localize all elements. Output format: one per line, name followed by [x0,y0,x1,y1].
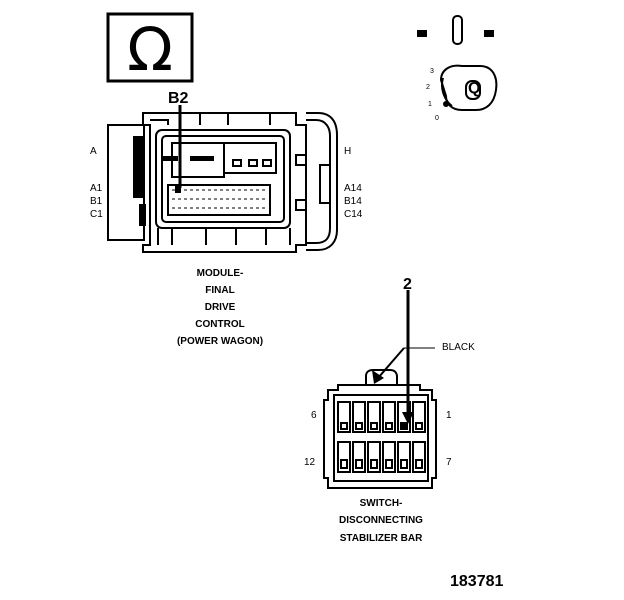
switch-top-housing-6 [337,401,351,433]
switch-bottom-housing-7 [412,441,426,473]
module-caption-line-1: MODULE- [196,268,244,279]
module-label-a14: A14 [344,183,362,194]
switch-bottom-housing-10 [367,441,381,473]
module-caption-line-3: DRIVE [204,302,236,313]
module-caption-line-5: (POWER WAGON) [176,336,264,347]
key-position-2: 2 [426,76,430,94]
module-label-b14: B14 [344,196,362,207]
key-slot [465,80,481,100]
key-position-3-text: 3 [430,68,434,75]
key-letter: Q [468,80,481,97]
module-inner-frame [161,135,285,223]
switch-lock [365,369,398,385]
switch-bottom-pin-8 [400,459,408,469]
key-position-2-text: 2 [426,84,430,91]
switch-wire-color-label: BLACK [442,342,475,353]
module-pin-b2 [175,186,181,193]
module-label-a1: A1 [90,183,103,194]
module-left-bar [133,136,143,198]
module-right-clip [306,112,338,251]
module-label-c1: C1 [90,209,103,220]
module-connector [107,112,338,253]
figure-number: 183781 [450,573,504,590]
key-body [441,77,453,107]
module-upper-housing-right [223,142,277,174]
ignition-key-symbol [417,15,498,111]
key-position-0-text: 0 [435,115,439,122]
module-left-latch [107,124,145,241]
key-indicator-center [452,15,463,45]
module-bottom-ribs [157,228,291,245]
switch-pin-label-6: 6 [311,410,317,421]
module-right-tab-upper [295,154,307,166]
switch-bottom-pin-11 [355,459,363,469]
switch-caption-line-1: SWITCH- [359,498,403,509]
key-position-dot [443,101,449,107]
module-left-slot [139,204,146,226]
key-position-1: 1 [428,93,432,111]
module-upper-pin-3 [262,159,272,167]
module-upper-pin-1 [232,159,242,167]
module-caption-line-2: FINAL [205,285,235,296]
switch-connector [323,369,437,489]
switch-top-pin-4 [370,422,378,430]
black-leader-diag [377,347,405,379]
module-pin-field [167,184,271,216]
key-indicator-left [417,30,427,37]
switch-pin-label-7: 7 [446,457,452,468]
switch-top-pin-2 [400,422,408,430]
switch-bottom-housing-11 [352,441,366,473]
switch-top-pin-3 [385,422,393,430]
module-top-notch-a [150,119,169,125]
ohm-icon: Ω [127,15,173,85]
switch-pin-label-1: 1 [446,410,452,421]
module-upper-pin-2 [248,159,258,167]
switch-caption-line-3: STABILIZER BAR [339,533,423,544]
switch-pin-label-12: 12 [304,457,316,468]
key-position-0: 0 [435,107,439,125]
switch-top-pin-1 [415,422,423,430]
switch-bottom-pin-7 [415,459,423,469]
switch-top-housing-1 [412,401,426,433]
black-leader-arrowhead [372,370,384,384]
key-indicator-right [484,30,494,37]
switch-bottom-housing-12 [337,441,351,473]
switch-bottom-pin-10 [370,459,378,469]
switch-top-housing-4 [367,401,381,433]
switch-bottom-row [337,441,426,473]
switch-top-pin-5 [355,422,363,430]
switch-top-housing-5 [352,401,366,433]
module-key-bar-left [162,156,178,161]
switch-top-housing-3 [382,401,396,433]
module-key-bar-right [190,156,214,161]
switch-top-row [337,401,426,433]
module-inner-cavity [155,129,291,229]
module-label-c14: C14 [344,209,363,220]
module-callout-b2: B2 [168,90,189,107]
module-caption-line-4: CONTROL [195,319,245,330]
key-position-3: 3 [430,60,434,78]
module-label-h: H [344,146,352,157]
module-label-b1: B1 [90,196,103,207]
switch-inner-frame [333,394,429,482]
key-position-1-text: 1 [428,101,432,108]
ohm-frame [106,12,194,83]
module-right-tab-lower [295,199,307,211]
switch-top-pin-6 [340,422,348,430]
switch-bottom-housing-8 [397,441,411,473]
switch-bottom-pin-9 [385,459,393,469]
module-right-clip-inner [306,119,331,244]
switch-bottom-pin-12 [340,459,348,469]
switch-bottom-housing-9 [382,441,396,473]
module-top-notch-b [199,113,271,125]
module-body [142,112,307,253]
switch-caption-line-2: DISCONNECTING [339,515,423,526]
ohm-symbol: Ω [106,12,194,85]
module-right-slot [319,164,331,204]
switch-body [323,384,437,489]
module-label-a: A [90,146,97,157]
switch-callout-2: 2 [403,276,412,293]
switch-callout-arrowhead [402,412,414,424]
